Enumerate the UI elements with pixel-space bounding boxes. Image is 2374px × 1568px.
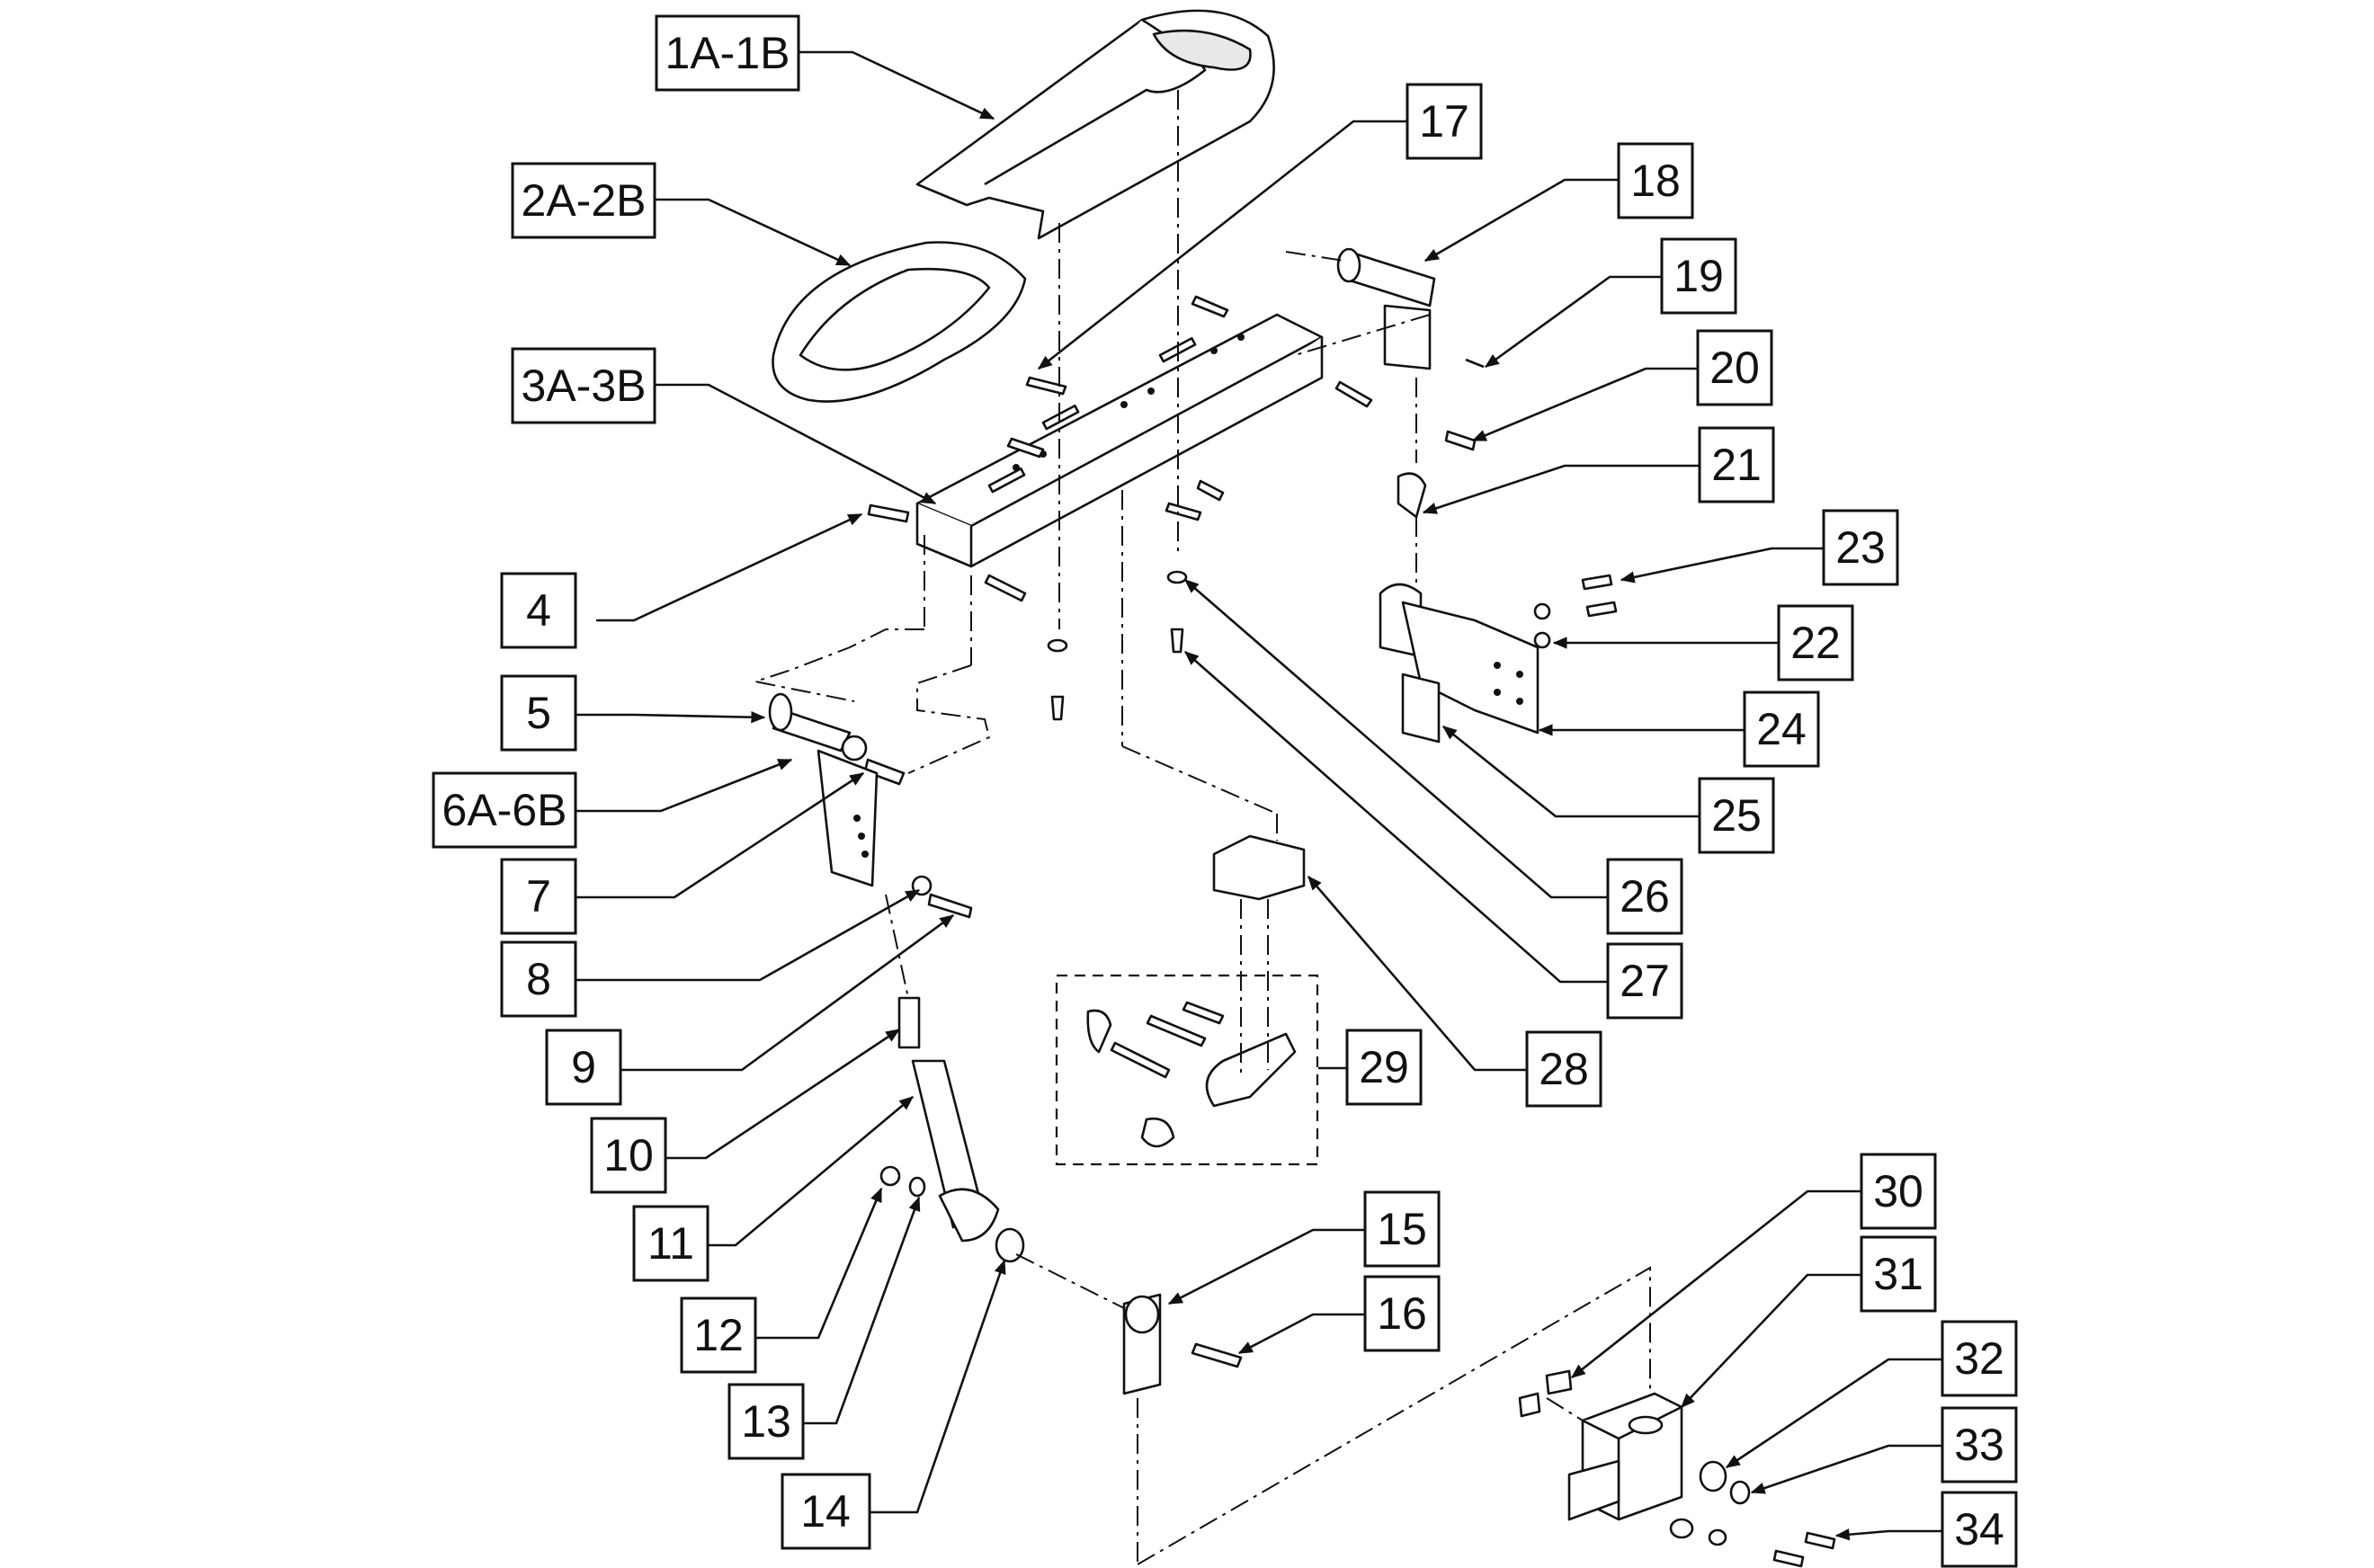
- callout-31: 31: [1860, 1235, 1937, 1313]
- callout-label: 9: [571, 1042, 596, 1092]
- callout-28: 28: [1525, 1030, 1602, 1108]
- callout-4: 4: [500, 572, 577, 649]
- callout-33: 33: [1941, 1406, 2018, 1483]
- callout-label: 25: [1711, 790, 1762, 841]
- block-drawing: [1212, 834, 1306, 901]
- callout-label: 10: [603, 1130, 654, 1180]
- callout-label: 27: [1620, 956, 1670, 1006]
- callout-label: 20: [1709, 343, 1760, 393]
- upper-hinge-drawing: [1336, 247, 1485, 519]
- armrest-bracket-drawing: [915, 313, 1324, 568]
- callout-20: 20: [1696, 329, 1773, 406]
- callout-label: 26: [1620, 871, 1670, 922]
- callout-32: 32: [1941, 1320, 2018, 1397]
- callout-22: 22: [1777, 604, 1854, 682]
- callout-label: 22: [1790, 618, 1841, 668]
- callout-label: 17: [1419, 96, 1469, 147]
- mounting-block-drawing: [1518, 1369, 1836, 1568]
- callout-1a-1b: 1A-1B: [655, 14, 800, 92]
- callout-label: 14: [800, 1486, 851, 1537]
- callout-17: 17: [1406, 83, 1483, 160]
- callout-label: 23: [1835, 522, 1886, 573]
- callout-label: 4: [526, 585, 551, 636]
- cushion-drawing: [772, 241, 1027, 403]
- callout-11: 11: [632, 1205, 710, 1282]
- callout-label: 21: [1711, 440, 1762, 490]
- callout-label: 31: [1873, 1249, 1923, 1299]
- callout-9: 9: [545, 1029, 622, 1106]
- alignment-lines: [752, 90, 1651, 1565]
- bracket-screws-drawing: [867, 295, 1373, 602]
- callout-16: 16: [1363, 1275, 1441, 1352]
- callout-8: 8: [500, 940, 577, 1018]
- callout-label: 33: [1954, 1420, 2004, 1470]
- callout-7: 7: [500, 858, 577, 935]
- callout-21: 21: [1698, 426, 1775, 503]
- callout-27: 27: [1606, 942, 1683, 1020]
- arm-link-drawing: [879, 996, 1025, 1263]
- callout-label: 13: [741, 1396, 791, 1447]
- callout-26: 26: [1606, 858, 1683, 935]
- callout-34: 34: [1941, 1491, 2018, 1568]
- callout-label: 11: [647, 1218, 694, 1269]
- callout-label: 24: [1756, 704, 1807, 754]
- callout-2a-2b: 2A-2B: [511, 162, 656, 239]
- callout-label: 34: [1954, 1504, 2004, 1555]
- latch-assembly-drawing: [1055, 974, 1319, 1166]
- callout-12: 12: [680, 1296, 757, 1374]
- callout-5: 5: [500, 674, 577, 752]
- callout-label: 19: [1673, 251, 1724, 301]
- callout-label: 32: [1954, 1333, 2004, 1384]
- callout-label: 12: [693, 1310, 744, 1360]
- lower-hardware-drawing: [1047, 570, 1188, 721]
- callout-13: 13: [727, 1383, 805, 1460]
- callout-14: 14: [781, 1473, 871, 1550]
- callout-23: 23: [1822, 509, 1899, 586]
- callout-6a-6b: 6A-6B: [432, 771, 577, 849]
- mounting-plate-drawing: [1379, 574, 1618, 744]
- callout-label: 5: [526, 688, 551, 738]
- callout-15: 15: [1363, 1190, 1441, 1268]
- leader-lines: [576, 50, 1942, 1541]
- callout-label: 7: [526, 871, 551, 922]
- callout-label: 8: [526, 954, 551, 1004]
- callout-label: 2A-2B: [522, 175, 647, 226]
- armrest-pad-drawing: [915, 9, 1275, 240]
- callout-24: 24: [1743, 690, 1820, 768]
- callout-label: 28: [1539, 1044, 1589, 1094]
- callout-label: 15: [1377, 1204, 1427, 1254]
- callout-label: 30: [1873, 1166, 1923, 1216]
- callout-10: 10: [590, 1117, 667, 1194]
- callout-label: 6A-6B: [442, 785, 567, 835]
- callout-18: 18: [1617, 142, 1694, 219]
- callout-label: 16: [1377, 1288, 1427, 1339]
- clamp-post-drawing: [1122, 1293, 1243, 1395]
- callout-label: 18: [1630, 156, 1681, 206]
- callout-25: 25: [1698, 777, 1775, 854]
- callout-30: 30: [1860, 1153, 1937, 1230]
- callout-29: 29: [1345, 1029, 1423, 1106]
- callout-19: 19: [1660, 237, 1737, 315]
- callout-label: 1A-1B: [665, 28, 790, 78]
- callout-label: 29: [1359, 1042, 1409, 1092]
- callout-3a-3b: 3A-3B: [511, 347, 656, 424]
- pivot-assembly-drawing: [768, 692, 973, 919]
- callout-label: 3A-3B: [522, 361, 647, 411]
